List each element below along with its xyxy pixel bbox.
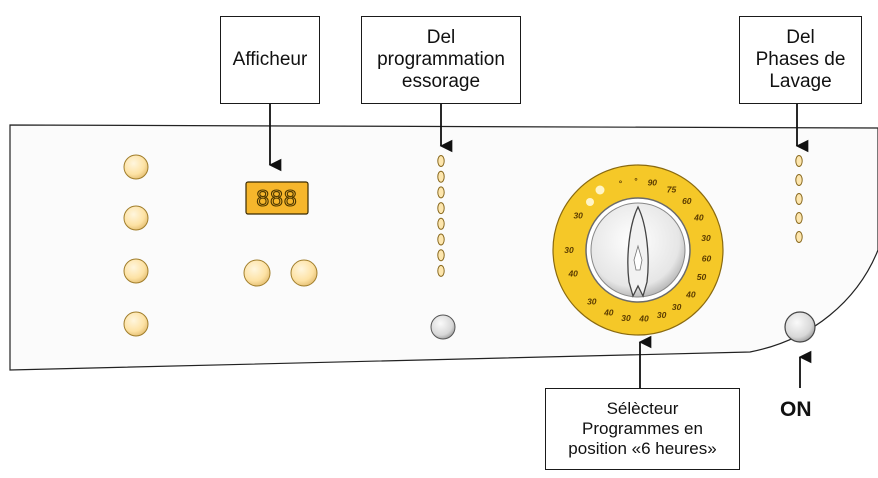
spin-programming-leds: [437, 155, 445, 277]
label-display: Afficheur: [220, 16, 320, 104]
display-digits: 888: [256, 185, 297, 211]
wash-phase-leds: [795, 155, 803, 243]
dial-left-label-1: 30: [573, 211, 583, 221]
dial-bottom-label-3: 30: [621, 313, 631, 323]
dial-bottom-label-4: 40: [603, 308, 614, 318]
wash-phase-led-2: [795, 174, 803, 186]
start-delay-button-1[interactable]: [243, 259, 271, 287]
dial-right-label-4: 40: [693, 213, 704, 223]
dial-dot-2: [595, 185, 605, 195]
spin-led-2: [437, 170, 445, 183]
wash-phase-led-3: [795, 193, 803, 205]
spin-led-1: [437, 155, 445, 167]
dial-right-label-1: 90: [648, 178, 658, 188]
spin-led-3: [437, 186, 445, 199]
spin-led-4: [437, 202, 445, 215]
label-selector: Sélècteur Programmes en position «6 heur…: [545, 388, 740, 470]
spin-led-5: [437, 217, 445, 230]
wash-phase-led-4: [795, 212, 803, 224]
dial-right-label-8: 40: [685, 289, 696, 299]
dial-bottom-label-5: 30: [587, 296, 597, 306]
option-button-3[interactable]: [123, 258, 149, 284]
spin-select-button[interactable]: [430, 314, 456, 340]
dial-right-label-5: 30: [701, 233, 711, 243]
display-unit: 888: [245, 181, 309, 215]
label-spin-led: Del programmation essorage: [361, 16, 521, 104]
dial-pointer-highlight: [633, 244, 643, 271]
dial-mark-2: °: [634, 176, 638, 186]
dial-left-label-2: 30: [564, 245, 574, 255]
left-buttons: [123, 154, 149, 337]
dial-right-label-2: 75: [667, 185, 677, 195]
dial-right-label-7: 50: [697, 272, 707, 282]
option-button-1[interactable]: [123, 154, 149, 180]
dial-bottom-label-2: 40: [638, 314, 649, 324]
dial-right-label-6: 60: [702, 253, 712, 263]
spin-led-7: [437, 249, 445, 262]
spin-led-6: [437, 233, 445, 246]
on-button[interactable]: [784, 311, 816, 343]
option-button-4[interactable]: [123, 311, 149, 337]
dial-dot-1: [586, 198, 594, 206]
spin-led-8: [437, 264, 445, 277]
dial-right-label-3: 60: [682, 196, 692, 206]
dial-bottom-label-1: 30: [657, 310, 667, 320]
dial-mark-1: °: [618, 178, 622, 188]
dial-left-label-3: 40: [567, 269, 578, 279]
display-screen: [245, 181, 309, 215]
dial-right-label-9: 30: [672, 302, 682, 312]
label-wash-led: Del Phases de Lavage: [739, 16, 862, 104]
wash-phase-led-1: [795, 155, 803, 167]
label-on: ON: [780, 398, 812, 421]
option-button-2[interactable]: [123, 205, 149, 231]
wash-phase-led-5: [795, 231, 803, 243]
start-delay-button-2[interactable]: [290, 259, 318, 287]
